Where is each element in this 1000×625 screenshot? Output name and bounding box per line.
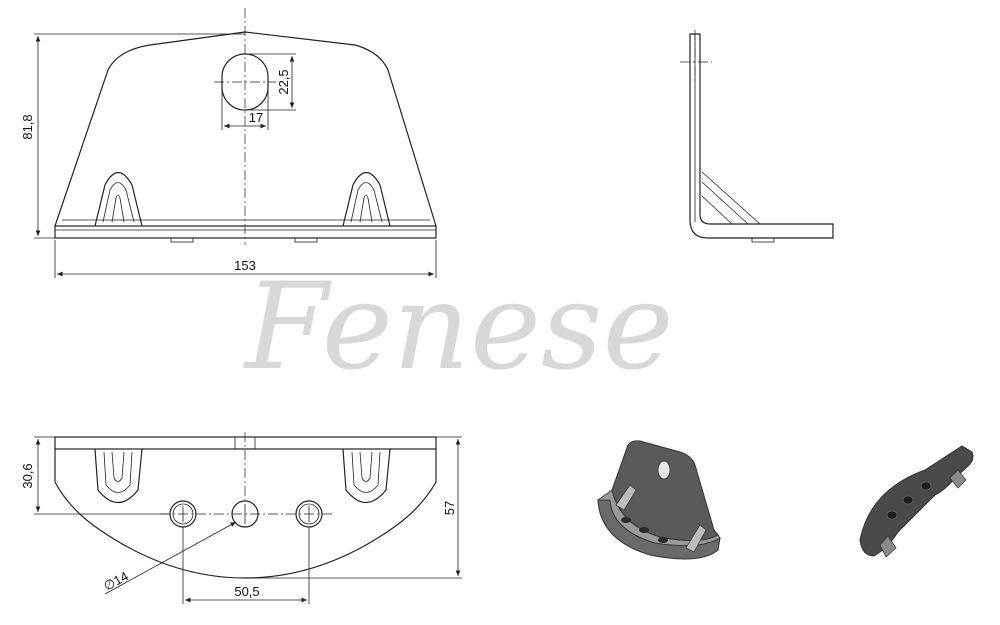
dim-hole-diameter: ∅14 xyxy=(101,568,131,593)
dim-overall-width: 153 xyxy=(234,258,256,273)
watermark-fenese: Fenese xyxy=(243,258,674,397)
dim-overall-height: 81,8 xyxy=(20,114,35,139)
isometric-render-top xyxy=(596,440,721,560)
dim-overall-depth: 57 xyxy=(442,501,457,515)
dim-hole-pitch: 50,5 xyxy=(234,584,259,599)
isometric-render-bottom xyxy=(859,445,974,558)
dim-slot-width: 17 xyxy=(249,110,263,125)
dim-flange-depth: 30,6 xyxy=(20,463,35,488)
dim-slot-height: 22,5 xyxy=(276,69,291,94)
front-view: 81,8 153 17 22,5 xyxy=(20,8,437,278)
side-view xyxy=(680,30,834,243)
bottom-view: 30,6 57 50,5 ∅14 xyxy=(20,432,462,604)
